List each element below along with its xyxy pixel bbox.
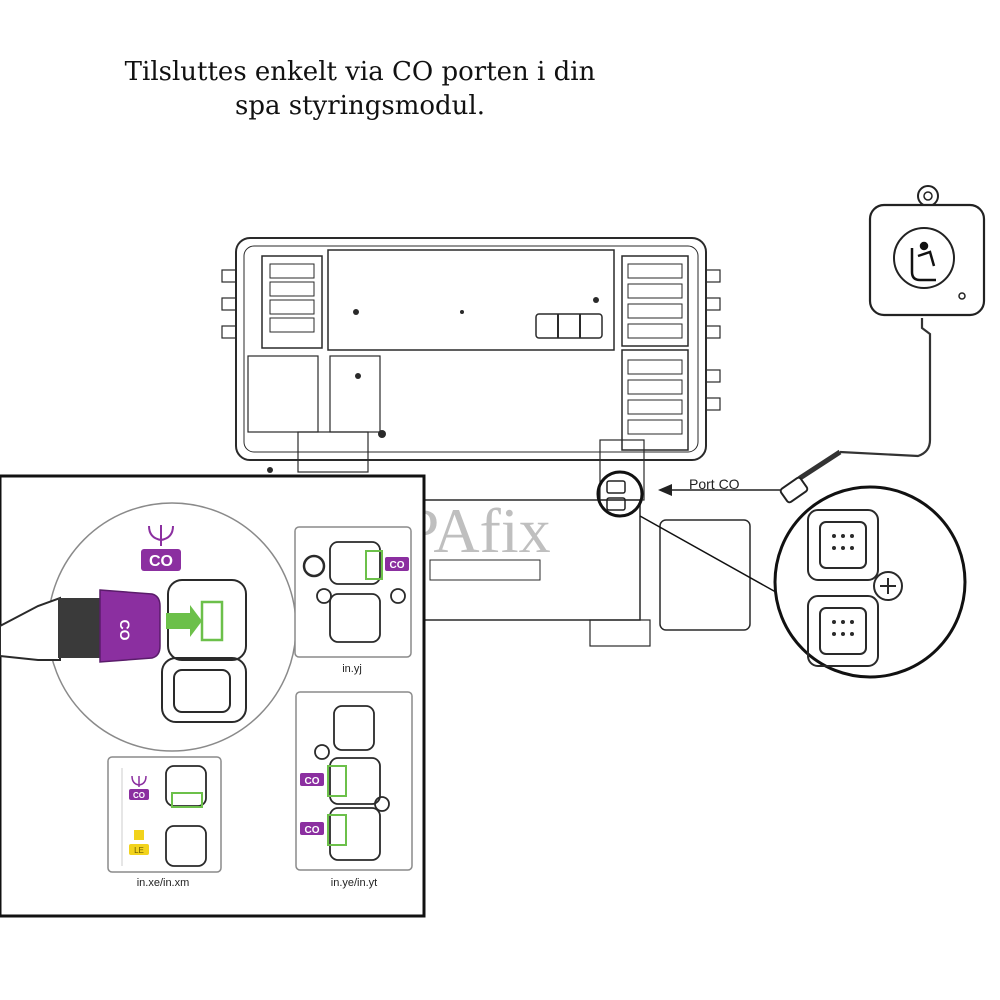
xe-co-badge: CO [133,791,145,800]
ye-co-badge-2: CO [305,825,320,836]
xe-yellow-badge: LE [134,846,144,855]
model-yj-panel: CO in.yj [294,526,412,675]
insert-arrow [166,605,202,637]
co-badge-label: CO [149,553,173,570]
model-xe-xm-panel: CO LE in.xe/in.xm [107,756,222,889]
model-yj-label: in.yj [342,663,362,675]
model-xe-xm-label: in.xe/in.xm [137,877,190,889]
heading-line-1: Tilsluttes enkelt via CO porten i din [124,57,596,87]
ye-co-badge-1: CO [305,776,320,787]
zoom-line [639,515,791,601]
remote-device [779,185,986,504]
yj-co-badge: CO [390,560,405,571]
zoomed-co-port [773,485,967,679]
port-co-label: Port CO [689,476,740,492]
co-badge [141,549,181,571]
trident-icon [148,525,174,546]
port-co-arrow [658,484,780,496]
board-screws [267,297,599,473]
connector-detail-circle: CO CO [0,502,297,752]
co-port-highlight [596,470,644,518]
model-ye-yt-panel: CO CO in.ye/in.yt [295,691,413,889]
hand-touch-icon [910,241,936,282]
heading: Tilsluttes enkelt via CO porten i din sp… [100,55,620,123]
control-module [221,237,751,647]
plug-co-label: CO [117,620,133,641]
model-ye-yt-label: in.ye/in.yt [331,877,377,889]
heading-line-2: spa styringsmodul. [235,91,485,121]
